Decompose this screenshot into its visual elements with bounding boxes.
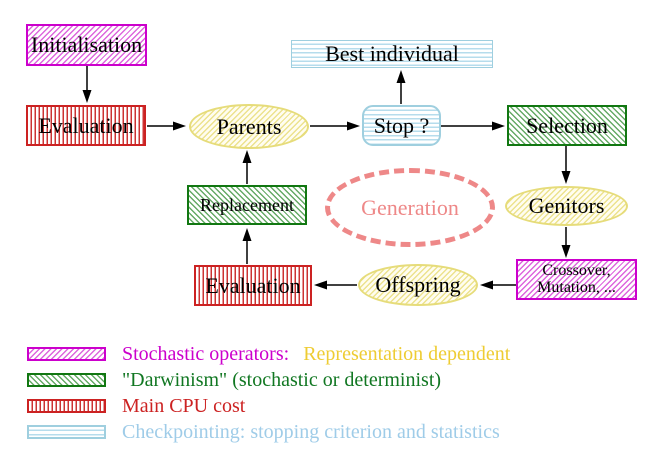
node-initialisation-label: Initialisation bbox=[30, 32, 143, 58]
node-crossover-mutation: Crossover, Mutation, ... bbox=[516, 259, 637, 300]
legend-swatch-green-hatch bbox=[27, 373, 106, 387]
legend-swatch-red-stripes bbox=[27, 399, 106, 413]
arrow-replacement-to-parents bbox=[242, 150, 252, 184]
node-offspring: Offspring bbox=[358, 264, 478, 306]
arrow-genitors-to-crossover bbox=[561, 227, 571, 258]
legend-label-main-cpu-cost: Main CPU cost bbox=[122, 394, 246, 417]
node-genitors-label: Genitors bbox=[528, 193, 605, 219]
arrow-offspring-to-evaluation bbox=[314, 280, 357, 290]
legend-row-main-cpu-cost: Main CPU cost bbox=[27, 394, 246, 417]
arrow-stop-to-best-individual bbox=[396, 70, 406, 104]
crossover-line2: Mutation, ... bbox=[537, 278, 616, 296]
node-best-individual-label: Best individual bbox=[325, 41, 459, 67]
node-parents-label: Parents bbox=[216, 113, 282, 139]
arrow-selection-to-genitors bbox=[561, 146, 571, 184]
arrow-parents-to-stop bbox=[310, 121, 360, 131]
legend-label-darwinism: "Darwinism" (stochastic or determinist) bbox=[122, 368, 442, 391]
node-crossover-mutation-label: Crossover, Mutation, ... bbox=[537, 261, 616, 297]
node-replacement: Replacement bbox=[187, 185, 307, 225]
arrow-crossover-to-offspring bbox=[480, 280, 516, 290]
node-stop: Stop ? bbox=[362, 105, 441, 146]
legend-swatch-cyan-stripes bbox=[27, 425, 106, 439]
arrow-stop-to-selection bbox=[441, 121, 505, 131]
node-initialisation: Initialisation bbox=[26, 24, 147, 66]
legend-row-checkpointing: Checkpointing: stopping criterion and st… bbox=[27, 420, 500, 443]
node-evaluation-top-label: Evaluation bbox=[38, 112, 134, 138]
arrow-evaluation-to-parents bbox=[147, 121, 186, 131]
legend-label-stochastic-operators: Stochastic operators: bbox=[122, 342, 290, 365]
node-stop-label: Stop ? bbox=[373, 112, 430, 138]
node-selection-label: Selection bbox=[526, 112, 608, 138]
node-evaluation-bottom: Evaluation bbox=[194, 265, 312, 306]
generation-loop-ellipse: Generation bbox=[325, 168, 495, 247]
legend-swatch-magenta-hatch bbox=[27, 347, 106, 361]
legend-label-checkpointing: Checkpointing: stopping criterion and st… bbox=[122, 420, 500, 443]
crossover-line1: Crossover, bbox=[542, 261, 611, 279]
legend-label-representation-dependent: Representation dependent bbox=[303, 342, 511, 365]
node-offspring-label: Offspring bbox=[375, 272, 461, 298]
legend-row-stochastic-operators: Stochastic operators: Representation dep… bbox=[27, 342, 511, 365]
node-best-individual: Best individual bbox=[291, 40, 493, 68]
node-selection: Selection bbox=[507, 105, 627, 146]
arrow-initialisation-to-evaluation bbox=[82, 66, 92, 103]
node-parents: Parents bbox=[189, 104, 309, 149]
legend-row-darwinism: "Darwinism" (stochastic or determinist) bbox=[27, 368, 442, 391]
node-evaluation-bottom-label: Evaluation bbox=[205, 272, 301, 298]
node-genitors: Genitors bbox=[505, 186, 628, 226]
arrow-evaluation-to-replacement bbox=[242, 228, 252, 264]
node-evaluation-top: Evaluation bbox=[26, 105, 146, 146]
node-replacement-label: Replacement bbox=[200, 194, 294, 215]
generation-label: Generation bbox=[361, 194, 459, 220]
